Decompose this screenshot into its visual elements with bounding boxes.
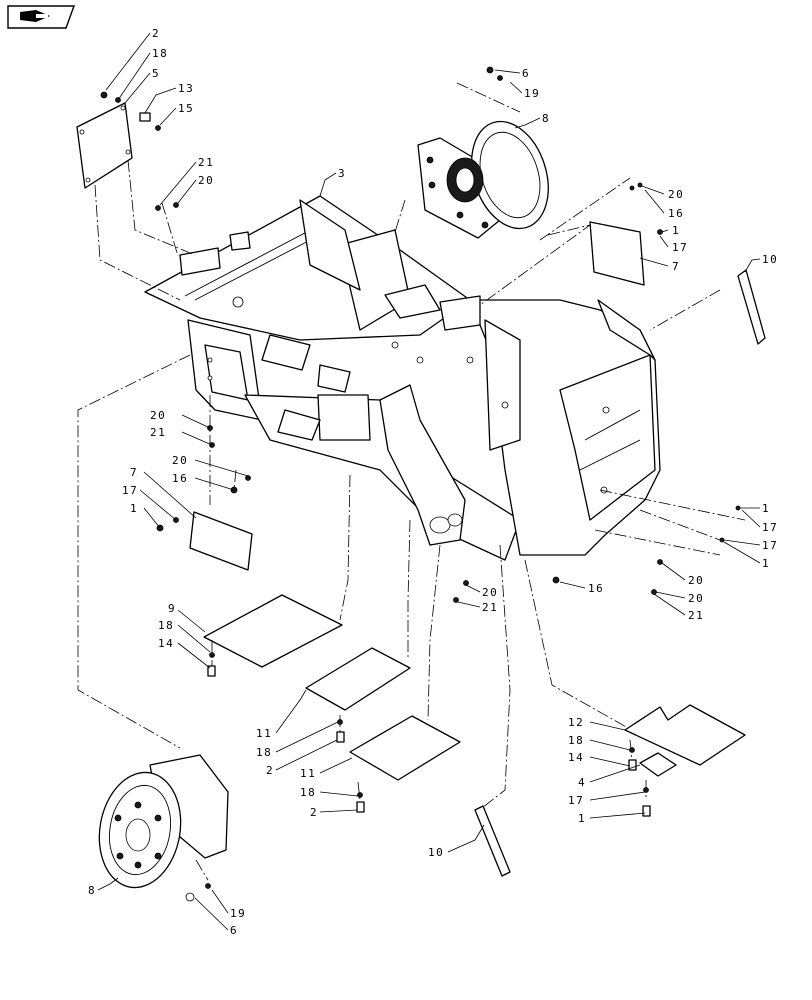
callout-21: 21: [482, 601, 498, 614]
floor-plate-9: [203, 594, 343, 668]
callout-21: 21: [688, 609, 704, 622]
callout-labels: 2 18 5 13 15 21 20 3 6 19 8 20 16 1 17 7…: [88, 27, 778, 937]
callout-17: 17: [122, 484, 138, 497]
callout-14: 14: [158, 637, 174, 650]
callout-8: 8: [88, 884, 96, 897]
cover-plate-5: [76, 102, 133, 189]
callout-11: 11: [300, 767, 316, 780]
callout-11: 11: [256, 727, 272, 740]
cover-plate-7-right: [589, 221, 645, 286]
callout-8: 8: [542, 112, 550, 125]
callout-1: 1: [130, 502, 138, 515]
callout-2: 2: [152, 27, 160, 40]
page-nav-button[interactable]: [6, 4, 76, 30]
cover-plate-7-left: [189, 511, 253, 571]
callout-1: 1: [762, 557, 770, 570]
callout-20: 20: [688, 574, 704, 587]
callout-18: 18: [256, 746, 272, 759]
callout-16: 16: [668, 207, 684, 220]
callout-6: 6: [522, 67, 530, 80]
callout-20: 20: [668, 188, 684, 201]
rod-10-bottom: [474, 805, 511, 877]
chassis-frame: [144, 195, 661, 561]
callout-6: 6: [230, 924, 238, 937]
callout-2: 2: [266, 764, 274, 777]
callout-10: 10: [428, 846, 444, 859]
callout-20: 20: [688, 592, 704, 605]
callout-17: 17: [568, 794, 584, 807]
callout-20: 20: [198, 174, 214, 187]
callout-18: 18: [568, 734, 584, 747]
callout-5: 5: [152, 67, 160, 80]
floor-plate-11-b: [349, 715, 461, 781]
callout-1: 1: [762, 502, 770, 515]
callout-1: 1: [672, 224, 680, 237]
callout-7: 7: [130, 466, 138, 479]
callout-21: 21: [198, 156, 214, 169]
callout-17: 17: [672, 241, 688, 254]
callout-17: 17: [762, 539, 778, 552]
callout-7: 7: [672, 260, 680, 273]
cover-plate-4: [639, 752, 677, 777]
callout-20: 20: [172, 454, 188, 467]
callout-20: 20: [150, 409, 166, 422]
callout-17: 17: [762, 521, 778, 534]
callout-16: 16: [172, 472, 188, 485]
callout-19: 19: [230, 907, 246, 920]
fasteners: [100, 66, 741, 902]
callout-18: 18: [300, 786, 316, 799]
callout-12: 12: [568, 716, 584, 729]
callout-15: 15: [178, 102, 194, 115]
callout-1: 1: [578, 812, 586, 825]
final-drive-bottom: [98, 754, 229, 889]
callout-10: 10: [762, 253, 778, 266]
callout-3: 3: [338, 167, 346, 180]
callout-4: 4: [578, 776, 586, 789]
floor-plate-11-a: [305, 647, 411, 711]
callout-9: 9: [168, 602, 176, 615]
callout-20: 20: [482, 586, 498, 599]
leader-lines: [97, 32, 761, 931]
callout-21: 21: [150, 426, 166, 439]
callout-16: 16: [588, 582, 604, 595]
final-drive-top: [417, 120, 549, 239]
callout-2: 2: [310, 806, 318, 819]
rod-10-top: [737, 269, 766, 345]
callout-18: 18: [158, 619, 174, 632]
book-page-icon: [7, 5, 75, 29]
floor-plate-12: [624, 704, 746, 766]
assembly-lines: [77, 82, 746, 881]
callout-19: 19: [524, 87, 540, 100]
callout-18: 18: [152, 47, 168, 60]
callout-13: 13: [178, 82, 194, 95]
callout-14: 14: [568, 751, 584, 764]
